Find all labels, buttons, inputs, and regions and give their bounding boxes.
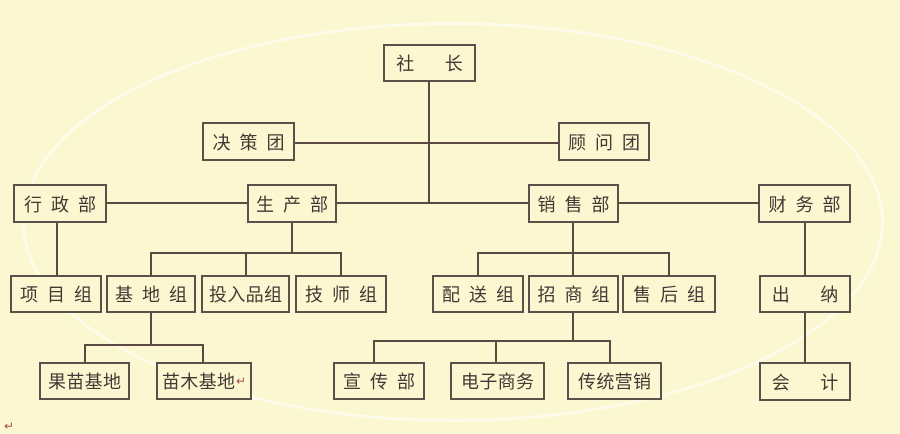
node-ecommerce: 电子商务 [450, 362, 545, 400]
node-admin-dept: 行政部 [13, 184, 107, 223]
node-merchant-group-label: 招商组 [537, 285, 619, 305]
node-input-group-label: 投入品组 [208, 285, 283, 305]
connector-line [56, 223, 58, 275]
paragraph-mark: ↵ [4, 419, 15, 433]
connector-line [495, 340, 497, 362]
node-project-group: 项目组 [10, 275, 102, 313]
node-fruit-seedling-base-label: 果苗基地 [47, 372, 122, 392]
node-merchant-group: 招商组 [528, 275, 619, 313]
node-publicity-dept-label: 宣传部 [343, 372, 424, 392]
node-production-dept: 生产部 [247, 184, 337, 223]
connector-line [337, 202, 528, 204]
connector-line [107, 202, 247, 204]
node-accounting: 会计 [759, 362, 851, 401]
node-decision-team: 决策团 [202, 122, 295, 161]
connector-line [572, 313, 574, 341]
node-cashier: 出纳 [759, 275, 851, 313]
node-finance-dept-label: 财务部 [768, 194, 850, 215]
node-delivery-group: 配送组 [432, 275, 524, 313]
connector-line [150, 252, 152, 275]
connector-line [202, 344, 204, 362]
connector-line [295, 142, 558, 144]
node-admin-dept-label: 行政部 [24, 194, 105, 215]
node-nursery-base-label: 苗木基地 [161, 372, 236, 392]
connector-line [668, 252, 670, 275]
node-president: 社长 [383, 44, 476, 82]
node-nursery-base: 苗木基地↵ [156, 362, 252, 400]
node-project-group-label: 项目组 [20, 285, 101, 305]
node-fruit-seedling-base: 果苗基地 [39, 362, 130, 400]
node-accounting-label: 会计 [771, 372, 869, 393]
node-decision-team-label: 决策团 [212, 132, 294, 153]
node-aftersales-group-label: 售后组 [633, 285, 714, 305]
connector-line [804, 313, 806, 362]
connector-line [84, 344, 86, 362]
connector-line [373, 340, 375, 362]
node-sales-dept-label: 销售部 [537, 194, 619, 215]
node-base-group-label: 基地组 [115, 285, 196, 305]
node-traditional-marketing-label: 传统营销 [577, 372, 652, 392]
node-production-dept-label: 生产部 [256, 194, 337, 215]
connector-line [477, 252, 479, 275]
connector-line [428, 82, 430, 202]
paragraph-return-mark: ↵ [236, 373, 247, 388]
connector-line [619, 202, 758, 204]
connector-line [150, 313, 152, 345]
connector-line [609, 340, 611, 362]
connector-line [291, 223, 293, 253]
node-publicity-dept: 宣传部 [333, 362, 425, 400]
connector-line [572, 223, 574, 275]
connector-line [374, 340, 610, 342]
connector-line [340, 252, 342, 275]
node-delivery-group-label: 配送组 [442, 285, 523, 305]
node-advisory-team-label: 顾问团 [568, 132, 649, 153]
connector-line [85, 344, 203, 346]
node-technician-group-label: 技师组 [305, 285, 386, 305]
connector-line [245, 252, 247, 275]
connector-line [804, 223, 806, 275]
node-traditional-marketing: 传统营销 [567, 362, 662, 400]
node-finance-dept: 财务部 [758, 184, 851, 223]
node-input-group: 投入品组 [201, 275, 290, 313]
node-cashier-label: 出纳 [771, 285, 869, 305]
node-president-label: 社长 [396, 54, 494, 74]
node-technician-group: 技师组 [295, 275, 387, 313]
node-sales-dept: 销售部 [528, 184, 619, 223]
node-advisory-team: 顾问团 [558, 122, 650, 161]
node-base-group: 基地组 [106, 275, 196, 313]
node-aftersales-group: 售后组 [622, 275, 716, 313]
node-ecommerce-label: 电子商务 [460, 372, 535, 392]
